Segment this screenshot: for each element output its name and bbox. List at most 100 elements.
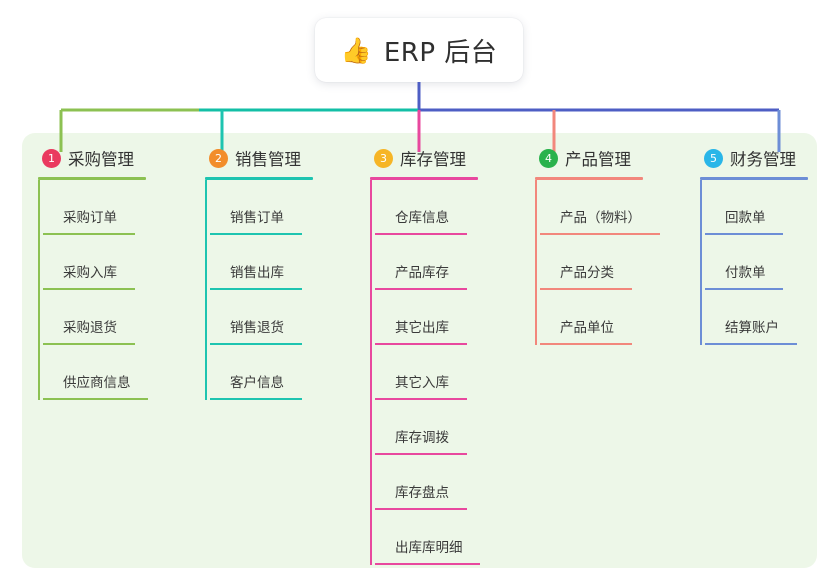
leaf-item[interactable]: 产品（物料）	[540, 180, 660, 235]
category-underline-2	[205, 177, 313, 180]
leaf-item[interactable]: 客户信息	[210, 345, 313, 400]
leaf-list-5: 回款单付款单结算账户	[700, 180, 808, 345]
root-node-title: ERP 后台	[383, 37, 498, 68]
leaf-item-label: 出库库明细	[395, 540, 463, 556]
leaf-spine-1	[38, 180, 40, 400]
category-underline-1	[38, 177, 146, 180]
leaf-item[interactable]: 出库库明细	[375, 510, 480, 565]
leaf-item-underline	[375, 343, 467, 345]
category-title-3: 库存管理	[400, 150, 466, 169]
leaf-item-label: 供应商信息	[63, 375, 131, 391]
category-underline-5	[700, 177, 808, 180]
leaf-item-label: 库存调拨	[395, 430, 449, 446]
leaf-item-label: 采购退货	[63, 320, 117, 336]
category-title-4: 产品管理	[565, 150, 631, 169]
leaf-item-underline	[43, 233, 135, 235]
category-underline-4	[535, 177, 643, 180]
leaf-item-underline	[43, 398, 148, 400]
leaf-item-underline	[43, 343, 135, 345]
leaf-list-1: 采购订单采购入库采购退货供应商信息	[38, 180, 148, 400]
leaf-item[interactable]: 产品分类	[540, 235, 643, 290]
leaf-item[interactable]: 结算账户	[705, 290, 808, 345]
leaf-item-label: 仓库信息	[395, 210, 449, 226]
leaf-item-label: 其它出库	[395, 320, 449, 336]
leaf-item-underline	[375, 508, 467, 510]
leaf-item-label: 产品库存	[395, 265, 449, 281]
leaf-item-underline	[705, 233, 783, 235]
leaf-item[interactable]: 销售出库	[210, 235, 313, 290]
leaf-item-underline	[375, 288, 467, 290]
leaf-spine-3	[370, 180, 372, 565]
leaf-spine-4	[535, 180, 537, 345]
leaf-item-label: 产品单位	[560, 320, 614, 336]
leaf-item-underline	[705, 288, 783, 290]
leaf-item-label: 销售订单	[230, 210, 284, 226]
leaf-item-label: 库存盘点	[395, 485, 449, 501]
leaf-item-label: 产品（物料）	[560, 210, 641, 226]
leaf-spine-2	[205, 180, 207, 400]
leaf-item-label: 其它入库	[395, 375, 449, 391]
leaf-item-label: 付款单	[725, 265, 766, 281]
leaf-item-underline	[210, 288, 302, 290]
leaf-item-label: 客户信息	[230, 375, 284, 391]
category-title-5: 财务管理	[730, 150, 796, 169]
leaf-item-underline	[375, 398, 467, 400]
category-badge-2: 2	[209, 148, 228, 168]
category-badge-4: 4	[539, 148, 558, 168]
category-header-5[interactable]: 5 财务管理	[700, 146, 808, 170]
leaf-item-underline	[375, 453, 467, 455]
diagram-panel	[22, 133, 817, 568]
leaf-item-label: 销售出库	[230, 265, 284, 281]
root-node-erp-backend[interactable]: 👍 ERP 后台	[315, 18, 523, 82]
leaf-item-underline	[540, 233, 660, 235]
leaf-item-label: 采购订单	[63, 210, 117, 226]
category-badge-5: 5	[704, 148, 723, 168]
leaf-list-4: 产品（物料） 产品分类产品单位	[535, 180, 660, 345]
leaf-item-underline	[375, 233, 467, 235]
leaf-item-underline	[210, 398, 302, 400]
leaf-list-3: 仓库信息产品库存其它出库其它入库库存调拨库存盘点出库库明细	[370, 180, 480, 565]
leaf-item[interactable]: 采购入库	[43, 235, 146, 290]
leaf-item[interactable]: 产品单位	[540, 290, 643, 345]
leaf-item[interactable]: 采购退货	[43, 290, 146, 345]
category-column-2: 2 销售管理销售订单销售出库销售退货客户信息	[205, 146, 313, 400]
leaf-item[interactable]: 仓库信息	[375, 180, 478, 235]
category-title-2: 销售管理	[235, 150, 301, 169]
category-column-1: 1 采购管理采购订单采购入库采购退货供应商信息	[38, 146, 148, 400]
leaf-item-label: 回款单	[725, 210, 766, 226]
category-column-5: 5 财务管理回款单付款单结算账户	[700, 146, 808, 345]
leaf-item[interactable]: 采购订单	[43, 180, 146, 235]
leaf-item-label: 结算账户	[725, 320, 779, 336]
leaf-item[interactable]: 库存调拨	[375, 400, 478, 455]
category-header-4[interactable]: 4 产品管理	[535, 146, 643, 170]
category-column-3: 3 库存管理仓库信息产品库存其它出库其它入库库存调拨库存盘点出库库明细	[370, 146, 480, 565]
category-title-1: 采购管理	[68, 150, 134, 169]
leaf-item[interactable]: 供应商信息	[43, 345, 148, 400]
leaf-item[interactable]: 产品库存	[375, 235, 478, 290]
leaf-item[interactable]: 其它出库	[375, 290, 478, 345]
leaf-item[interactable]: 销售订单	[210, 180, 313, 235]
leaf-spine-5	[700, 180, 702, 345]
leaf-item-label: 销售退货	[230, 320, 284, 336]
category-badge-1: 1	[42, 148, 61, 168]
leaf-item[interactable]: 库存盘点	[375, 455, 478, 510]
category-badge-3: 3	[374, 148, 393, 168]
leaf-item-underline	[43, 288, 135, 290]
leaf-list-2: 销售订单销售出库销售退货客户信息	[205, 180, 313, 400]
category-underline-3	[370, 177, 478, 180]
leaf-item-label: 产品分类	[560, 265, 614, 281]
category-header-2[interactable]: 2 销售管理	[205, 146, 313, 170]
category-header-1[interactable]: 1 采购管理	[38, 146, 146, 170]
leaf-item-underline	[375, 563, 480, 565]
leaf-item-underline	[540, 288, 632, 290]
leaf-item[interactable]: 付款单	[705, 235, 808, 290]
leaf-item-underline	[210, 233, 302, 235]
leaf-item[interactable]: 回款单	[705, 180, 808, 235]
leaf-item-underline	[540, 343, 632, 345]
leaf-item-label: 采购入库	[63, 265, 117, 281]
leaf-item-underline	[705, 343, 797, 345]
thumbs-up-icon: 👍	[340, 35, 372, 65]
leaf-item[interactable]: 销售退货	[210, 290, 313, 345]
category-header-3[interactable]: 3 库存管理	[370, 146, 478, 170]
leaf-item[interactable]: 其它入库	[375, 345, 478, 400]
